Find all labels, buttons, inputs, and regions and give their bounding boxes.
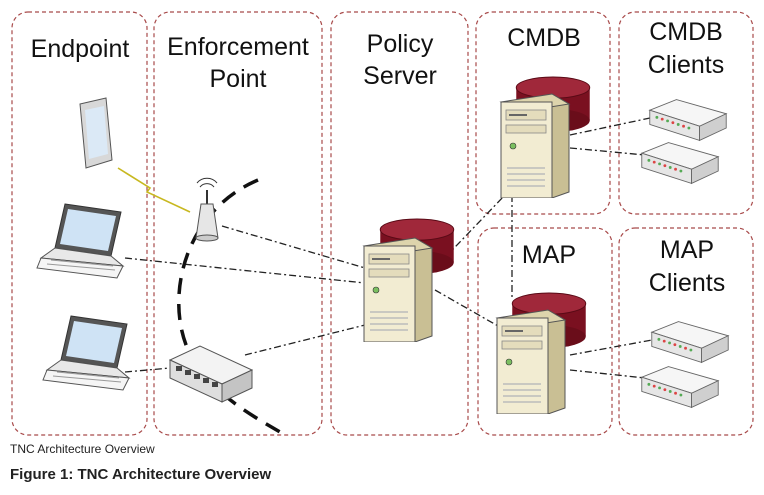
zone-endpoint bbox=[11, 11, 148, 436]
cmdb-client-icon bbox=[649, 99, 727, 141]
cmdb-client-icon bbox=[641, 142, 719, 184]
tablet-icon bbox=[79, 97, 113, 169]
link-cmdb-client-1 bbox=[569, 117, 651, 136]
zone-label-map: MAP bbox=[522, 241, 576, 269]
link-ap-policy bbox=[221, 225, 366, 269]
switch-icon bbox=[168, 345, 254, 403]
zone-map-clients bbox=[618, 227, 754, 436]
laptop-icon bbox=[36, 203, 124, 279]
wireless-link bbox=[117, 167, 191, 213]
zone-label-cmdb-clients-2: Clients bbox=[648, 51, 724, 79]
connection-lines bbox=[124, 117, 653, 379]
link-map-client-1 bbox=[569, 339, 653, 356]
map-client-icon bbox=[641, 366, 719, 408]
zone-label-cmdb: CMDB bbox=[507, 24, 581, 52]
link-laptop-policy bbox=[124, 257, 366, 284]
policy-server-icon bbox=[363, 237, 433, 342]
laptop-icon bbox=[42, 315, 130, 391]
zone-cmdb bbox=[475, 11, 611, 215]
map-client-icon bbox=[651, 321, 729, 363]
zone-label-map-clients-2: Clients bbox=[649, 269, 725, 297]
link-map-client-2 bbox=[569, 369, 646, 379]
zone-label-server: Server bbox=[363, 62, 437, 90]
link-policy-map bbox=[434, 289, 506, 331]
zone-label-endpoint: Endpoint bbox=[31, 35, 130, 63]
zone-map bbox=[477, 227, 613, 436]
zone-label-point: Point bbox=[210, 65, 267, 93]
figure-caption: Figure 1: TNC Architecture Overview bbox=[10, 466, 272, 483]
zone-label-policy: Policy bbox=[367, 30, 434, 58]
tnc-architecture-diagram: Endpoint Enforcement Point Policy Server… bbox=[11, 11, 754, 436]
diagram-caption-small: TNC Architecture Overview bbox=[10, 442, 155, 456]
link-cmdb-client-2 bbox=[569, 147, 646, 156]
zone-label-enforcement: Enforcement bbox=[167, 33, 309, 61]
link-switch-policy bbox=[244, 324, 366, 356]
zone-label-cmdb-clients-1: CMDB bbox=[649, 18, 723, 46]
zone-enforcement-point bbox=[153, 11, 323, 436]
access-point-icon bbox=[195, 177, 219, 242]
cmdb-server-icon bbox=[500, 93, 570, 198]
map-server-icon bbox=[496, 309, 566, 414]
zone-cmdb-clients bbox=[618, 11, 754, 215]
zone-label-map-clients-1: MAP bbox=[660, 236, 714, 264]
zone-policy-server bbox=[330, 11, 469, 436]
